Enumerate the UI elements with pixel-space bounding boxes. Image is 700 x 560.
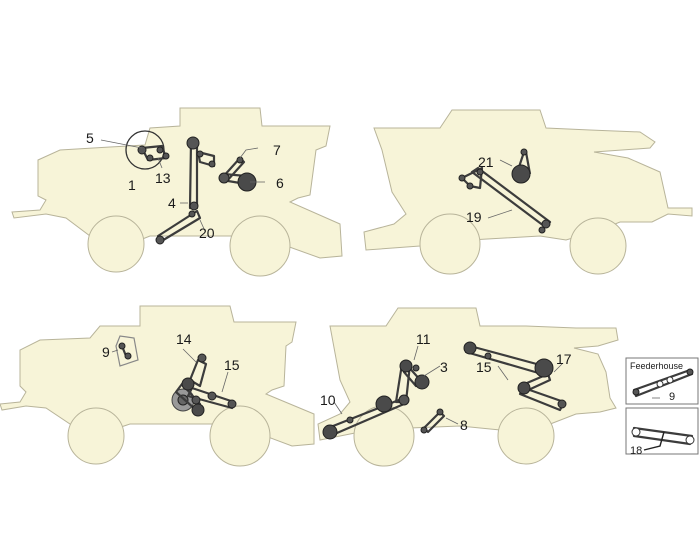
callout-11: 11: [416, 331, 431, 347]
inset-feederhouse-label: Feederhouse: [630, 361, 683, 371]
inset-18: 18: [625, 407, 699, 457]
callout-21: 21: [478, 154, 494, 170]
callout-10: 10: [320, 392, 336, 408]
rear-wheel: [229, 215, 291, 277]
combine-bottom-right: 10 11 3 15 17 8: [317, 307, 619, 467]
combine-body: [11, 107, 343, 259]
callout-13: 13: [155, 170, 171, 186]
callout-9-inset: 9: [669, 391, 675, 403]
callout-8: 8: [460, 417, 468, 433]
callout-5: 5: [86, 130, 94, 146]
front-wheel: [569, 217, 627, 275]
rear-wheel: [209, 405, 271, 467]
front-wheel: [67, 407, 125, 465]
callout-19: 19: [466, 209, 482, 225]
callout-6: 6: [276, 175, 284, 191]
front-wheel: [87, 215, 145, 273]
combine-bottom-left: 9 14 15: [0, 305, 315, 467]
combine-top-left: 5 1 13 7 6 4 20: [11, 107, 343, 277]
front-wheel: [497, 407, 555, 465]
belt-14: [188, 358, 208, 388]
combine-top-right: 21 19: [363, 109, 693, 275]
callout-14: 14: [176, 331, 192, 347]
callout-9: 9: [102, 344, 110, 360]
inset-feederhouse: Feederhouse 9: [625, 357, 699, 405]
rear-wheel: [419, 213, 481, 275]
callout-7: 7: [273, 142, 281, 158]
callout-18: 18: [630, 445, 642, 457]
callout-4: 4: [168, 195, 176, 211]
callout-3: 3: [440, 359, 448, 375]
callout-15: 15: [224, 357, 240, 373]
callout-17: 17: [556, 351, 572, 367]
belt-19b: [460, 166, 484, 190]
callout-15: 15: [476, 359, 492, 375]
callout-1: 1: [128, 177, 136, 193]
callout-20: 20: [199, 225, 215, 241]
